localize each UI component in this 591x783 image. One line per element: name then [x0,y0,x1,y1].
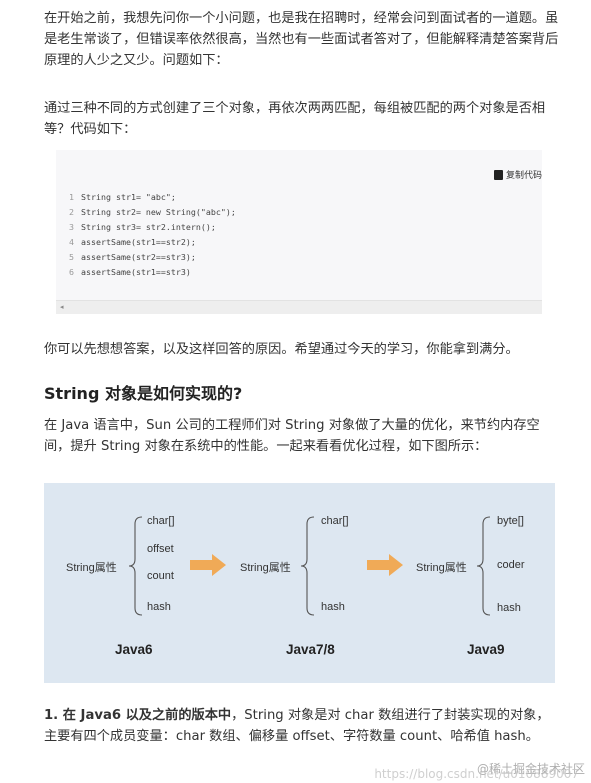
java9-field: hash [497,602,521,614]
java6-label: Java6 [115,642,153,657]
code-text: String str3= str2.intern(); [81,222,216,232]
java7-field: hash [321,601,345,613]
copy-code-button[interactable]: 复制代码 [493,168,542,181]
java9-brace [476,516,491,616]
string-evolution-diagram: String属性 char[] offset count hash Java6 … [44,483,555,683]
code-line: 4 assertSame(str1==str2); [60,235,236,250]
scroll-left-icon[interactable]: ◂ [60,303,64,311]
copy-code-label: 复制代码 [505,171,542,181]
copy-icon [493,169,503,180]
intro-paragraph: 在开始之前，我想先问你一个小问题，也是我在招聘时，经常会问到面试者的一道题。虽是… [44,11,559,68]
code-text: assertSame(str1==str2); [81,237,196,247]
line-number: 6 [69,267,74,277]
section-title: String 对象是如何实现的? [44,384,243,403]
watermark-url: https://blog.csdn.net/u010889007 [374,767,579,781]
line-number: 1 [69,192,74,202]
code-line: 6 assertSame(str1==str3) [60,265,236,280]
java6-field: offset [147,543,174,555]
line-number: 3 [69,222,74,232]
java6-description-paragraph: 1. 在 Java6 以及之前的版本中，String 对象是对 char 数组进… [44,705,559,747]
code-text: assertSame(str2==str3); [81,252,196,262]
code-text: String str1= "abc"; [81,192,176,202]
java9-label: Java9 [467,642,505,657]
code-text: assertSame(str1==str3) [81,267,191,277]
java7-label: Java7/8 [286,642,335,657]
watermark: @稀土掘金技术社区 [476,762,585,776]
arrow-right-icon [190,554,226,576]
java9-field: byte[] [497,515,524,527]
line-number: 5 [69,252,74,262]
answer-prompt-paragraph: 你可以先想想答案，以及这样回答的原因。希望通过今天的学习，你能拿到满分。 [44,342,519,357]
java7-field: char[] [321,515,349,527]
java6-brace [128,516,143,616]
optimization-paragraph: 在 Java 语言中，Sun 公司的工程师们对 String 对象做了大量的优化… [44,418,540,454]
java6-field: char[] [147,515,175,527]
code-line: 5 assertSame(str2==str3); [60,250,236,265]
code-lines: 1 String str1= "abc"; 2 String str2= new S… [60,190,236,280]
code-intro-paragraph: 通过三种不同的方式创建了三个对象，再依次两两匹配，每组被匹配的两个对象是否相等？… [44,101,546,137]
arrow-right-icon [367,554,403,576]
java7-root-label: String属性 [240,562,291,574]
java6-field: hash [147,601,171,613]
code-text: String str2= new String("abc"); [81,207,236,217]
horizontal-scrollbar[interactable]: ◂ [56,300,542,314]
java6-root-label: String属性 [66,562,117,574]
java6-field: count [147,570,174,582]
java6-description-lead: 1. 在 Java6 以及之前的版本中 [44,708,232,723]
code-line: 3 String str3= str2.intern(); [60,220,236,235]
line-number: 4 [69,237,74,247]
java6-description-body: ，String 对象是对 char 数组进行了封装实现的对象，主要有四个成员变量… [44,708,550,744]
code-line: 2 String str2= new String("abc"); [60,205,236,220]
line-number: 2 [69,207,74,217]
code-line: 1 String str1= "abc"; [60,190,236,205]
code-block: 复制代码 1 String str1= "abc"; 2 String str2= … [56,150,542,314]
java9-field: coder [497,559,525,571]
java9-root-label: String属性 [416,562,467,574]
java7-brace [300,516,315,616]
